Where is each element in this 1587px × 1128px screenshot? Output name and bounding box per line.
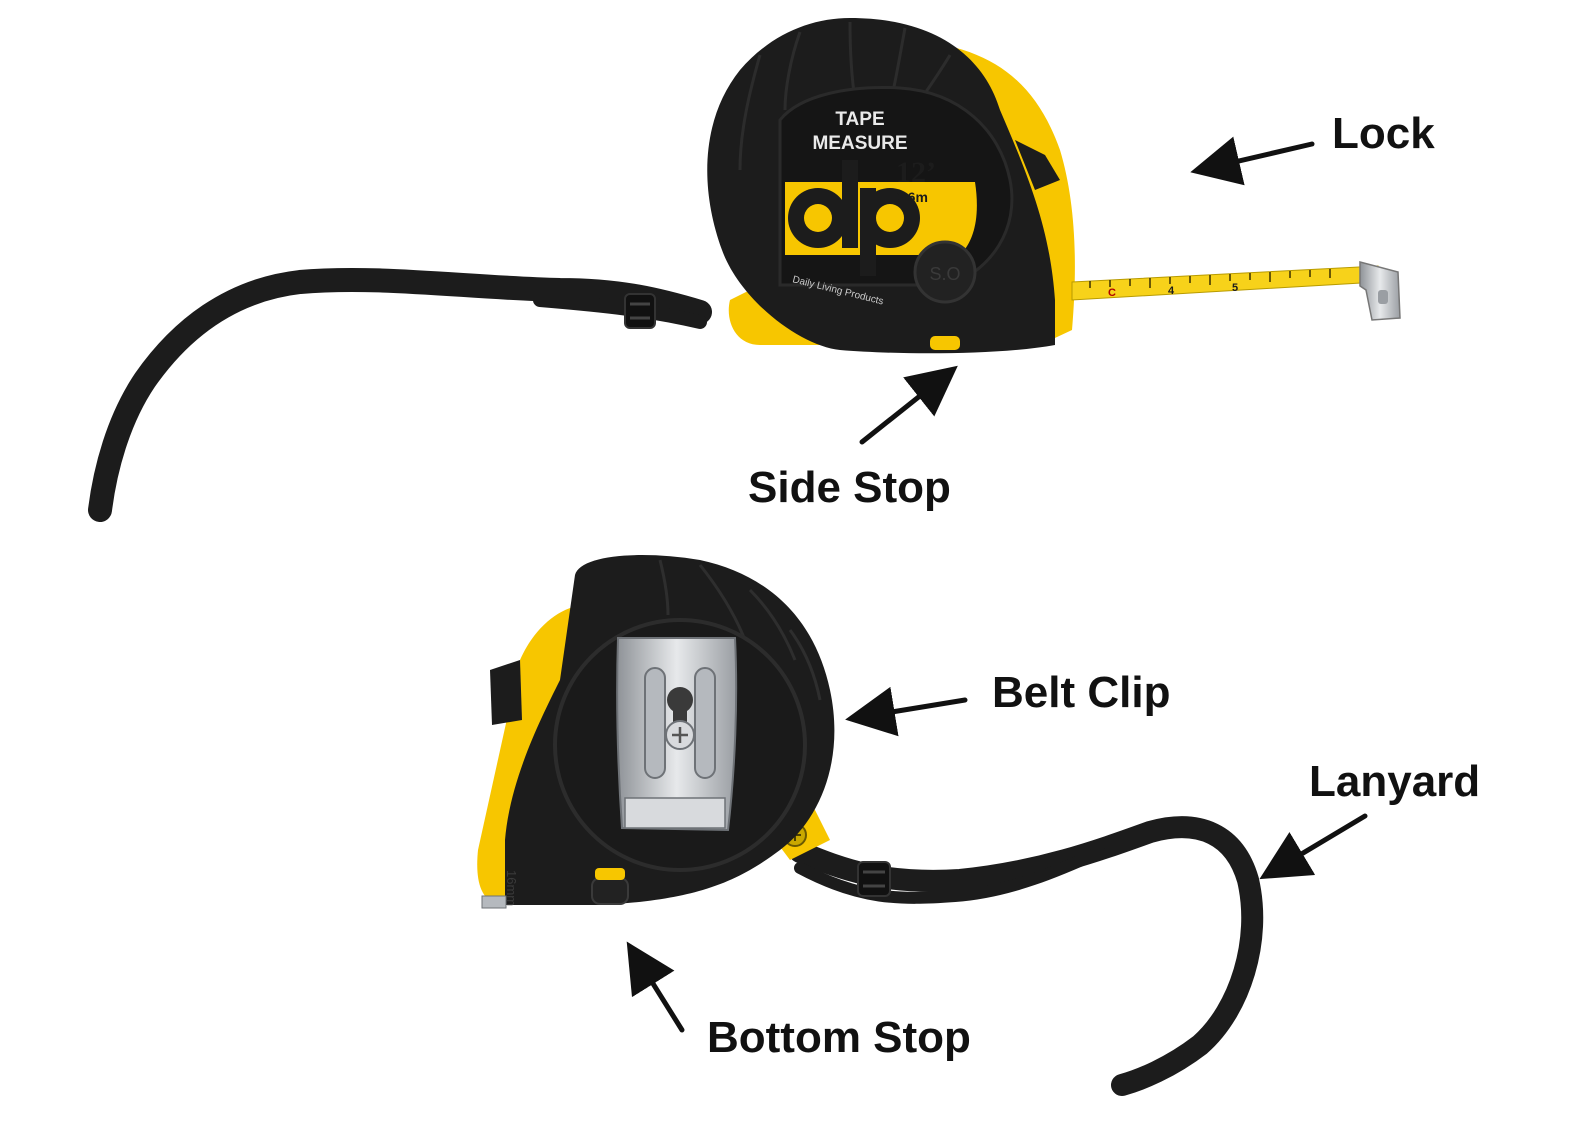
- bottom-stop-button: [591, 877, 629, 905]
- lanyard-arrow: [1259, 813, 1368, 880]
- product-name-line2: MEASURE: [812, 133, 907, 154]
- length-meters: 3.6m: [896, 189, 928, 205]
- belt-clip-label: Belt Clip: [992, 668, 1171, 717]
- bottom-lanyard-slider: [857, 861, 891, 897]
- lanyard-label: Lanyard: [1309, 757, 1481, 806]
- side-stop-arrow: [859, 365, 958, 445]
- length-feet: 12’: [896, 156, 936, 189]
- bottom-tape-measure: 16mm: [477, 555, 1264, 1096]
- bottom-stop-arrow: [626, 941, 685, 1033]
- product-name-line1: TAPE: [835, 109, 884, 130]
- top-tape-measure: TAPE MEASURE 12’ 3.6m Daily Living Produ…: [88, 18, 1401, 522]
- dp-logo: [788, 160, 920, 276]
- tape-tick-4: 4: [1168, 285, 1175, 297]
- lock-button: [1015, 140, 1060, 190]
- top-lanyard: [88, 267, 712, 522]
- side-stop-label: Side Stop: [748, 463, 951, 512]
- belt-clip: [616, 637, 738, 832]
- callout-arrows: [626, 136, 1368, 1033]
- lock-label: Lock: [1332, 109, 1435, 158]
- belt-clip-arrow: [845, 686, 968, 737]
- lock-arrow: [1190, 136, 1315, 186]
- tape-tick-5: 5: [1232, 282, 1238, 294]
- top-lanyard-slider: [624, 293, 656, 329]
- tape-tick-c: C: [1108, 287, 1116, 299]
- width-mark: 16mm: [504, 870, 519, 906]
- side-stop-mark: S.O: [929, 264, 960, 284]
- side-stop-button: [913, 240, 977, 304]
- bottom-stop-label: Bottom Stop: [707, 1013, 971, 1062]
- tape-blade: C 4 5: [1071, 261, 1401, 321]
- bottom-lanyard: [789, 816, 1264, 1096]
